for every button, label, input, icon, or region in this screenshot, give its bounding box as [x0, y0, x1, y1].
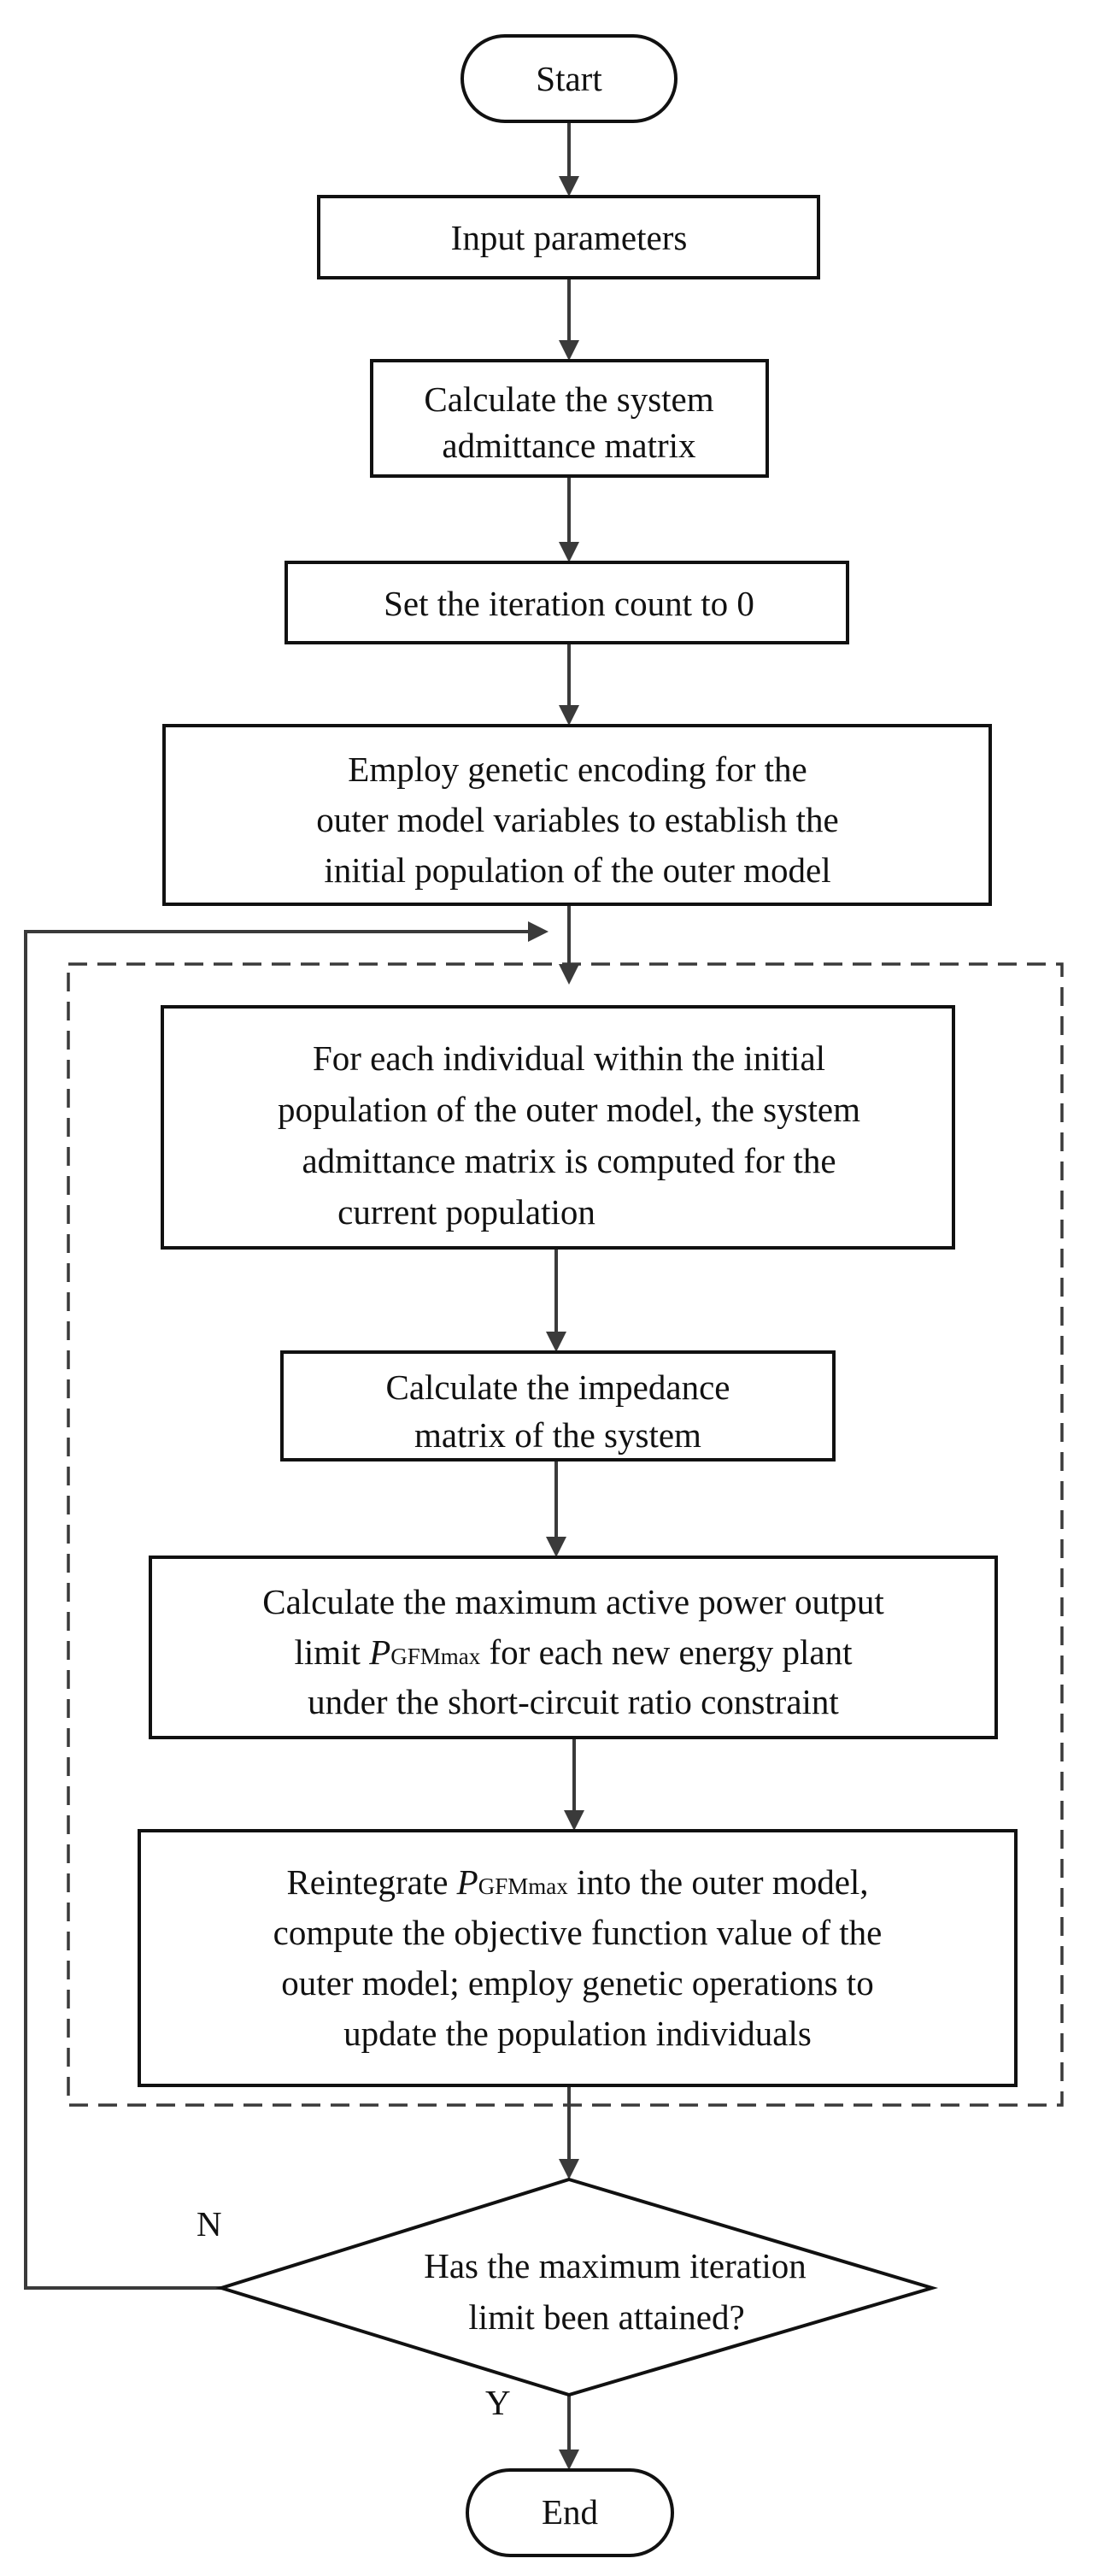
- arrow-head: [528, 921, 548, 942]
- edge-loop-back: [24, 930, 530, 2290]
- individual-line-4: current population: [337, 1192, 595, 1232]
- arrow-head: [559, 2159, 579, 2179]
- impedance-line-1: Calculate the impedance: [386, 1367, 730, 1407]
- input-box: [317, 195, 820, 279]
- individual-node: For each individual within the initial p…: [161, 1005, 955, 1250]
- arrow-head: [546, 1332, 566, 1352]
- arrow-head: [559, 705, 579, 726]
- impedance-box: [280, 1350, 836, 1461]
- edge-label-yes: Y: [485, 2383, 511, 2422]
- admittance-node: Calculate the system admittance matrix: [370, 359, 769, 478]
- end-node: End: [466, 2468, 674, 2557]
- encoding-line-2: outer model variables to establish the: [316, 800, 838, 839]
- arrow-head: [559, 176, 579, 197]
- iteration-label: Set the iteration count to 0: [384, 584, 754, 623]
- iteration-node: Set the iteration count to 0: [285, 561, 849, 644]
- end-terminal: [466, 2468, 674, 2557]
- arrow-head: [559, 964, 579, 985]
- reintegrate-node: Reintegrate PGFMmax into the outer model…: [138, 1829, 1018, 2087]
- reintegrate-box: [138, 1829, 1018, 2087]
- encoding-node: Employ genetic encoding for the outer mo…: [162, 724, 992, 906]
- individual-line-3: admittance matrix is computed for the: [302, 1141, 836, 1180]
- reintegrate-line-2: compute the objective function value of …: [273, 1913, 883, 1952]
- individual-line-2: population of the outer model, the syste…: [278, 1090, 860, 1129]
- encoding-line-3: initial population of the outer model: [324, 850, 830, 890]
- decision-line-2: limit been attained?: [468, 2297, 744, 2337]
- power-limit-line-3: under the short-circuit ratio constraint: [308, 1682, 839, 1721]
- start-node: Start: [461, 34, 678, 123]
- arrow-head: [559, 340, 579, 361]
- power-limit-node: Calculate the maximum active power outpu…: [149, 1556, 998, 1739]
- reintegrate-line-3: outer model; employ genetic operations t…: [281, 1963, 873, 2003]
- edges: [24, 121, 584, 2470]
- start-label: Start: [536, 59, 602, 98]
- encoding-box: [162, 724, 992, 906]
- individual-box: [161, 1005, 955, 1250]
- reintegrate-sub: GFMmax: [478, 1873, 569, 1899]
- start-terminal: [461, 34, 678, 123]
- impedance-line-2: matrix of the system: [414, 1415, 701, 1455]
- encoding-line-1: Employ genetic encoding for the: [348, 750, 807, 789]
- input-node: Input parameters: [317, 195, 820, 279]
- decision-diamond: [215, 2177, 939, 2397]
- iteration-box: [285, 561, 849, 644]
- arrow-head: [559, 542, 579, 562]
- power-limit-line-1: Calculate the maximum active power outpu…: [262, 1582, 884, 1621]
- admittance-line-2: admittance matrix: [442, 426, 695, 465]
- power-limit-var: P: [368, 1632, 390, 1672]
- edge-label-no: N: [197, 2204, 222, 2244]
- input-label: Input parameters: [451, 218, 688, 257]
- power-limit-suffix: for each new energy plant: [480, 1632, 853, 1672]
- power-limit-box: [149, 1556, 998, 1739]
- end-label: End: [542, 2492, 598, 2532]
- individual-line-1: For each individual within the initial: [313, 1038, 825, 1078]
- arrow-head: [559, 2450, 579, 2470]
- reintegrate-line-4: update the population individuals: [343, 2014, 812, 2053]
- arrow-head: [546, 1537, 566, 1557]
- reintegrate-prefix: Reintegrate: [286, 1862, 456, 1902]
- power-limit-line-2: limit PGFMmax for each new energy plant: [294, 1632, 853, 1672]
- arrow-head: [564, 1810, 584, 1831]
- impedance-node: Calculate the impedance matrix of the sy…: [280, 1350, 836, 1461]
- decision-line-1: Has the maximum iteration: [424, 2246, 806, 2285]
- power-limit-sub: GFMmax: [390, 1644, 481, 1669]
- power-limit-prefix: limit: [294, 1632, 369, 1672]
- admittance-line-1: Calculate the system: [424, 379, 713, 419]
- admittance-box: [370, 359, 769, 478]
- reintegrate-suffix: into the outer model,: [568, 1862, 869, 1902]
- decision-node: Has the maximum iteration limit been att…: [215, 2177, 939, 2397]
- reintegrate-line-1: Reintegrate PGFMmax into the outer model…: [286, 1862, 868, 1902]
- reintegrate-var: P: [456, 1862, 478, 1902]
